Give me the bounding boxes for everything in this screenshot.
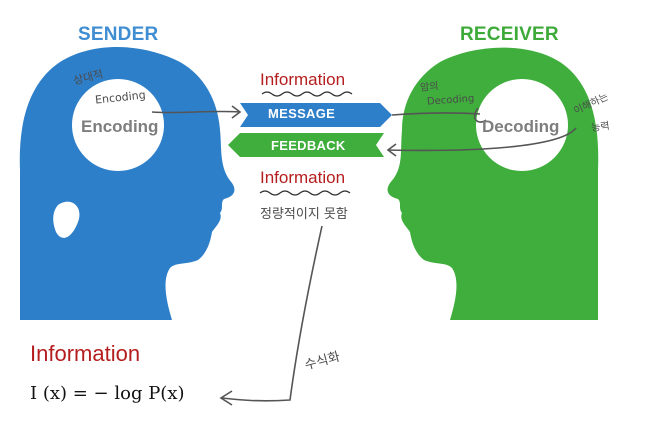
message-arrow [240,103,392,127]
feedback-return-arrowhead [386,143,397,157]
receiver-note-right-2: 능력 [590,120,611,135]
encoding-label: Encoding [81,117,159,136]
decoding-loop-stroke [473,107,487,123]
information-label-mid: Information [260,168,346,187]
receiver-head-silhouette [387,47,599,320]
feedback-label: FEEDBACK [271,138,346,153]
sender-ear-detail [53,201,80,238]
stroke-arrowhead [231,105,242,119]
formula-pointer-line [221,225,323,402]
feedback-arrow [228,133,384,157]
message-to-decoding-stroke [391,112,481,116]
information-label-top: Information [260,70,346,89]
receiver-label: RECEIVER [460,24,559,45]
information-label-bottom: Information [30,341,141,366]
sender-label: SENDER [78,24,159,45]
encoding-circle [72,79,164,171]
encoding-to-message-stroke [151,110,241,114]
message-label: MESSAGE [268,106,336,121]
info-top-wavy [261,91,353,97]
formula-pointer-arrowhead [219,390,233,406]
information-formula: I (x) = − log P(x) [30,383,185,404]
decoding-label: Decoding [482,117,560,136]
info-mid-wavy [259,190,351,196]
info-quantitative-note: 정량적이지 못함 [260,207,348,222]
feedback-return-stroke [387,127,577,152]
receiver-note-top: 암의 [419,81,440,94]
